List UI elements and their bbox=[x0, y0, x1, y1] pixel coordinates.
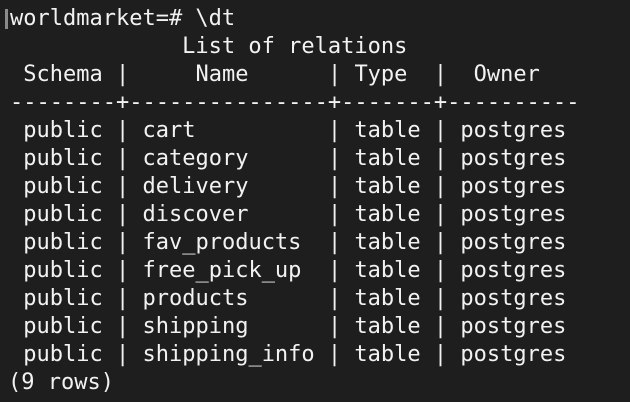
cell-name: fav_products bbox=[142, 230, 302, 255]
relations-separator: --------+---------------+-------+-------… bbox=[10, 90, 580, 115]
table-row: public | cart | table | postgres bbox=[23, 118, 567, 143]
cell-type: table bbox=[354, 258, 421, 283]
cell-name: discover bbox=[142, 202, 249, 227]
cell-schema: public bbox=[23, 118, 103, 143]
cell-owner: postgres bbox=[460, 258, 567, 283]
cell-schema: public bbox=[23, 342, 103, 367]
column-header-name: Name bbox=[195, 62, 249, 87]
cell-schema: public bbox=[23, 314, 103, 339]
cell-owner: postgres bbox=[460, 118, 567, 143]
cell-type: table bbox=[354, 342, 421, 367]
cursor-marker bbox=[5, 9, 8, 29]
cell-name: cart bbox=[142, 118, 196, 143]
table-row: public | products | table | postgres bbox=[23, 286, 567, 311]
cell-type: table bbox=[354, 314, 421, 339]
table-row: public | delivery | table | postgres bbox=[23, 174, 567, 199]
cell-name: shipping_info bbox=[142, 342, 315, 367]
cell-owner: postgres bbox=[460, 174, 567, 199]
cell-schema: public bbox=[23, 286, 103, 311]
cell-name: category bbox=[142, 146, 249, 171]
table-row: public | shipping | table | postgres bbox=[23, 314, 567, 339]
cell-type: table bbox=[354, 118, 421, 143]
cell-schema: public bbox=[23, 174, 103, 199]
cell-name: products bbox=[142, 286, 249, 311]
table-row: public | fav_products | table | postgres bbox=[23, 230, 567, 255]
psql-prompt-line[interactable]: worldmarket=# \dt bbox=[10, 6, 236, 31]
cell-owner: postgres bbox=[460, 286, 567, 311]
column-header-type: Type bbox=[354, 62, 408, 87]
cell-owner: postgres bbox=[460, 342, 567, 367]
table-row: public | free_pick_up | table | postgres bbox=[23, 258, 567, 283]
cell-owner: postgres bbox=[460, 314, 567, 339]
relations-title: List of relations bbox=[10, 34, 580, 59]
relations-rows: public | cart | table | postgres public … bbox=[10, 117, 580, 369]
cell-type: table bbox=[354, 174, 421, 199]
cell-schema: public bbox=[23, 230, 103, 255]
cell-name: delivery bbox=[142, 174, 249, 199]
cell-name: free_pick_up bbox=[142, 258, 302, 283]
cell-type: table bbox=[354, 286, 421, 311]
table-row: public | discover | table | postgres bbox=[23, 202, 567, 227]
table-row: public | category | table | postgres bbox=[23, 146, 567, 171]
cell-type: table bbox=[354, 146, 421, 171]
cell-type: table bbox=[354, 202, 421, 227]
row-count: (9 rows) bbox=[8, 370, 114, 395]
cell-owner: postgres bbox=[460, 146, 567, 171]
relations-header-row: Schema | Name | Type | Owner bbox=[23, 62, 540, 87]
cell-type: table bbox=[354, 230, 421, 255]
cell-schema: public bbox=[23, 202, 103, 227]
cell-owner: postgres bbox=[460, 230, 567, 255]
cell-owner: postgres bbox=[460, 202, 567, 227]
column-header-owner: Owner bbox=[473, 62, 540, 87]
column-header-schema: Schema bbox=[23, 62, 103, 87]
table-row: public | shipping_info | table | postgre… bbox=[23, 342, 567, 367]
cell-schema: public bbox=[23, 258, 103, 283]
cell-schema: public bbox=[23, 146, 103, 171]
cell-name: shipping bbox=[142, 314, 249, 339]
